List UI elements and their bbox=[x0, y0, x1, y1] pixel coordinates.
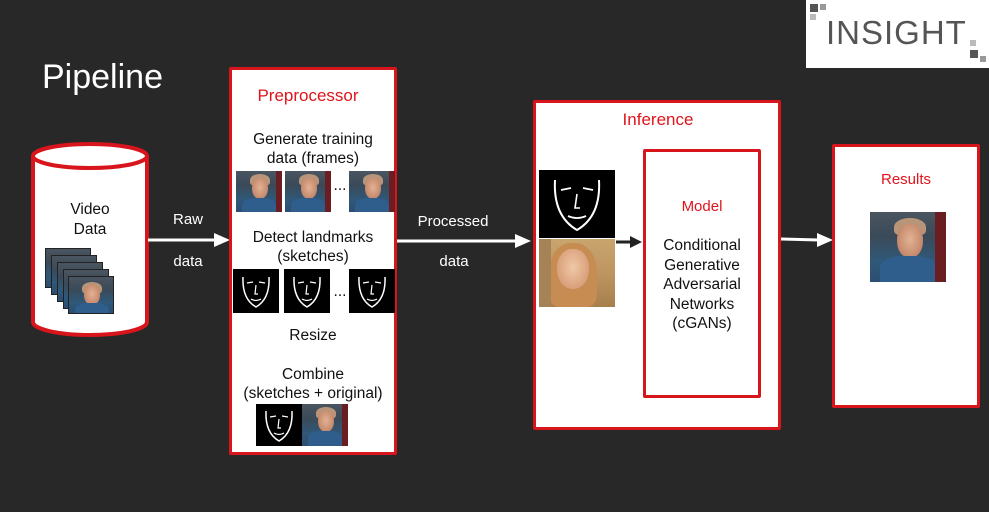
sketch-1 bbox=[233, 269, 279, 313]
video-data-label-1: Video bbox=[70, 201, 110, 218]
training-frame-1 bbox=[236, 171, 282, 212]
model-line-3: Adversarial bbox=[663, 276, 741, 293]
insight-logo: INSIGHT bbox=[806, 0, 989, 68]
model-box bbox=[643, 149, 761, 398]
sketch-2 bbox=[284, 269, 330, 313]
raw-data-arrow bbox=[148, 233, 230, 247]
training-frame-2 bbox=[285, 171, 331, 212]
model-line-4: Networks bbox=[669, 296, 735, 313]
result-frame bbox=[870, 212, 946, 282]
preprocessor-box bbox=[229, 67, 397, 455]
raw-data-label: data bbox=[173, 253, 203, 270]
combined-sketch bbox=[256, 404, 302, 446]
inference-sketch bbox=[539, 170, 615, 238]
model-line-5: (cGANs) bbox=[672, 315, 732, 332]
logo-text: INSIGHT bbox=[826, 14, 967, 51]
step-detect-line2: (sketches) bbox=[277, 248, 349, 265]
preprocessor-title: Preprocessor bbox=[257, 86, 359, 105]
processed-data-arrow bbox=[397, 234, 531, 248]
raw-label: Raw bbox=[172, 211, 203, 228]
step-generate-line1: Generate training bbox=[253, 131, 373, 148]
results-title: Results bbox=[880, 171, 932, 188]
sketches-ellipsis: ... bbox=[333, 283, 347, 300]
video-data-label-2: Data bbox=[73, 221, 107, 238]
step-combine-line1: Combine bbox=[281, 366, 345, 383]
page-title: Pipeline bbox=[42, 58, 163, 96]
inference-input-photo bbox=[539, 239, 615, 307]
results-arrow bbox=[781, 233, 833, 247]
step-combine-line2: (sketches + original) bbox=[243, 385, 383, 402]
training-frame-3 bbox=[349, 171, 395, 212]
sketch-3 bbox=[349, 269, 395, 313]
inference-title: Inference bbox=[622, 110, 694, 129]
processed-label: Processed bbox=[417, 213, 489, 230]
step-resize: Resize bbox=[289, 327, 337, 344]
combined-frame bbox=[302, 404, 348, 446]
model-line-2: Generative bbox=[664, 257, 740, 274]
frames-ellipsis: ... bbox=[333, 177, 347, 194]
model-line-1: Conditional bbox=[663, 237, 741, 254]
inference-inner-arrow bbox=[616, 236, 642, 248]
step-detect-line1: Detect landmarks bbox=[252, 229, 374, 246]
processed-data-label: data bbox=[439, 253, 469, 270]
step-generate-line2: data (frames) bbox=[266, 150, 360, 167]
model-title: Model bbox=[681, 198, 723, 215]
